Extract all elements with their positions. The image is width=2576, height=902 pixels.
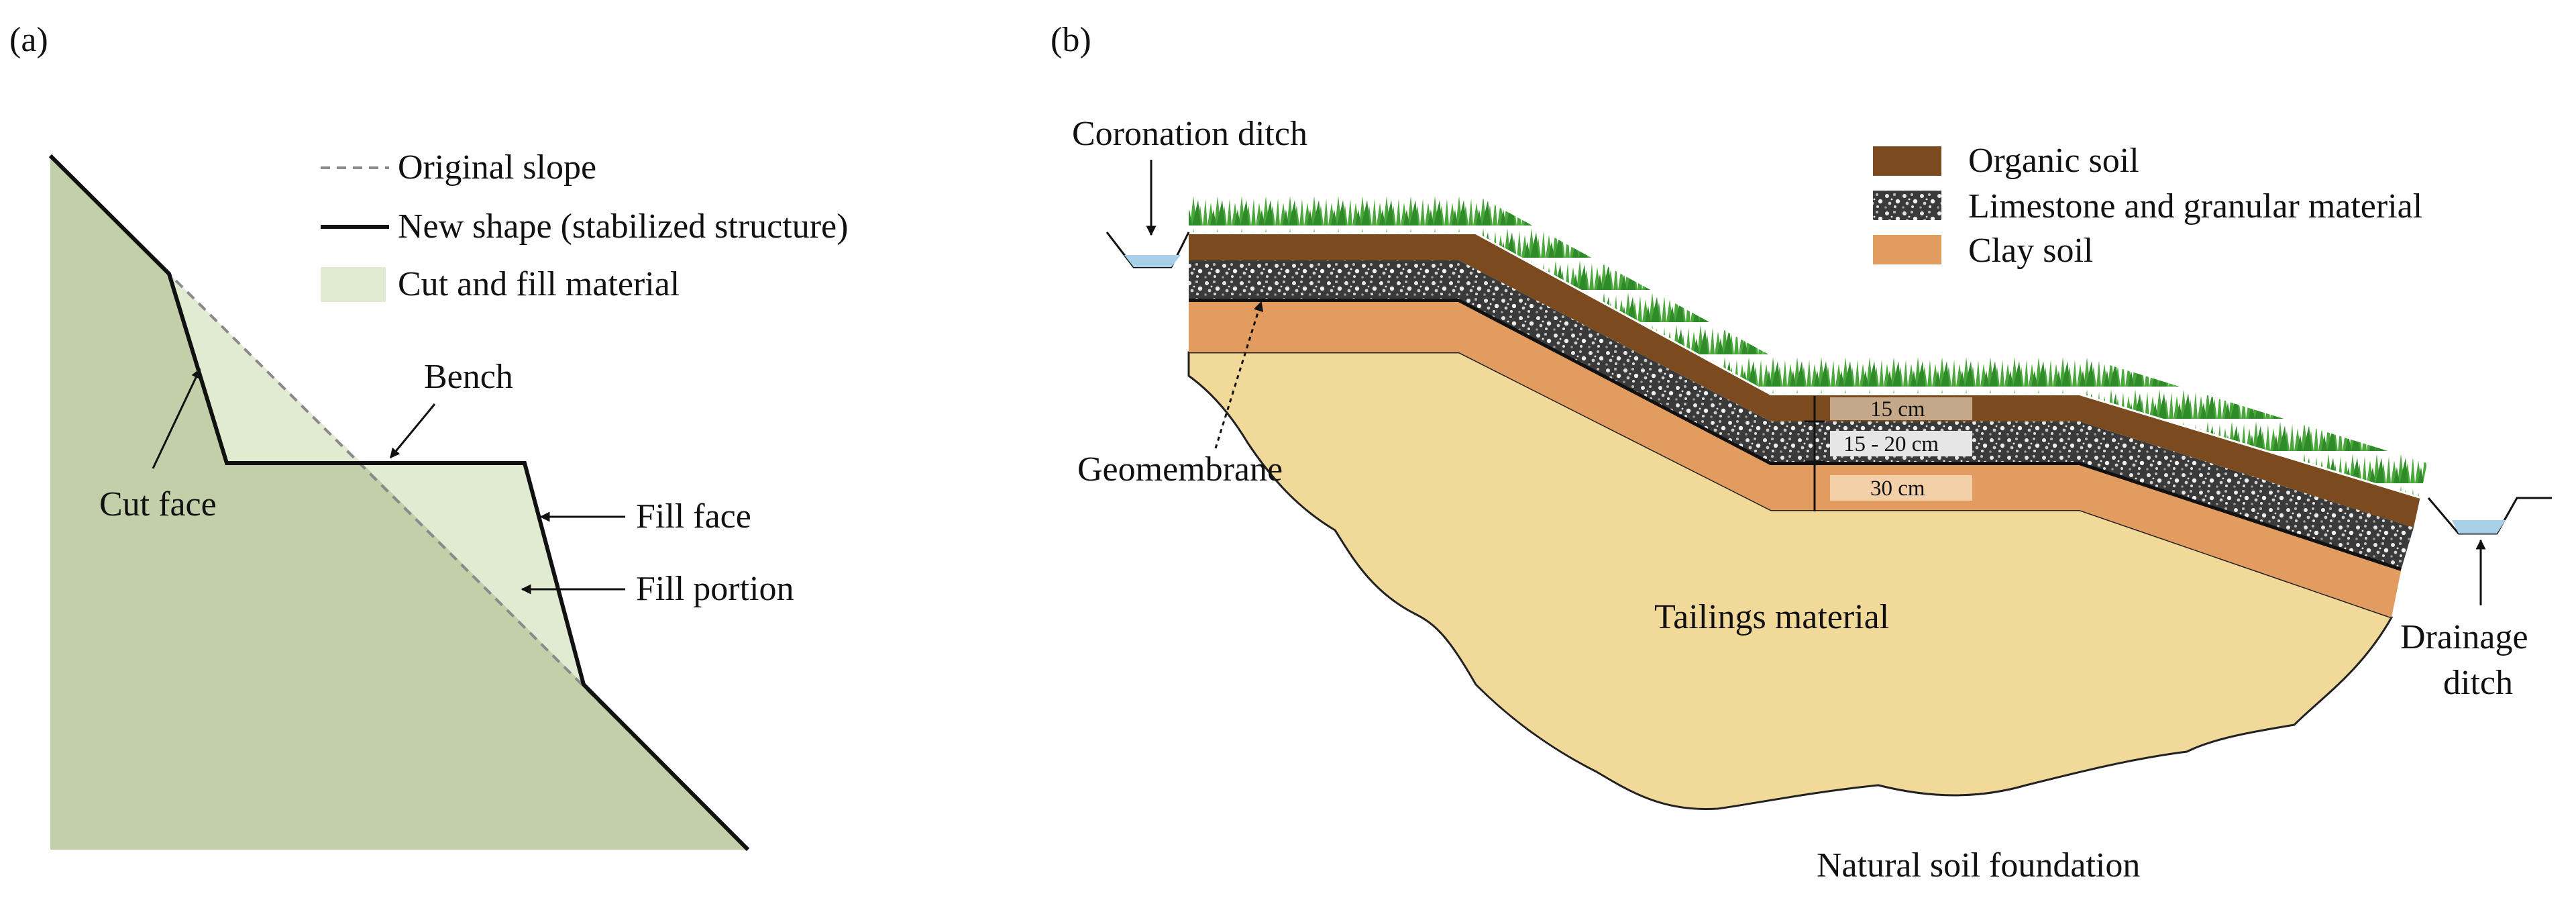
legend-limestone-swatch xyxy=(1873,191,1941,220)
legend-cut-fill-swatch xyxy=(321,267,386,302)
bench-label: Bench xyxy=(424,358,513,396)
fill-portion-area-top xyxy=(362,463,584,685)
drainage-ditch-label-2: ditch xyxy=(2443,664,2513,702)
natural-soil-foundation-label: Natural soil foundation xyxy=(1817,846,2140,885)
panel-b: (b) Coronation ditch Drainage ditch Geom… xyxy=(1051,21,2552,885)
new-shape-line xyxy=(48,154,750,852)
tailings-material-label: Tailings material xyxy=(1654,598,1889,636)
legend-limestone: Limestone and granular material xyxy=(1968,187,2422,225)
limestone-layer xyxy=(1189,260,2414,568)
cut-face-label: Cut face xyxy=(99,485,217,523)
panel-b-label: (b) xyxy=(1051,21,1091,59)
fill-face-label: Fill face xyxy=(636,497,751,536)
legend-clay: Clay soil xyxy=(1968,232,2093,270)
bench-arrow xyxy=(389,403,436,459)
limestone-thickness-box xyxy=(1830,431,1972,456)
coronation-ditch-water xyxy=(1124,255,1181,267)
legend-organic: Organic soil xyxy=(1968,142,2139,180)
ground-patch xyxy=(50,463,584,685)
legend-original-slope: Original slope xyxy=(398,148,596,187)
grass-cover xyxy=(1189,195,2427,497)
legend-new-shape: New shape (stabilized structure) xyxy=(398,207,848,246)
legend-cut-fill: Cut and fill material xyxy=(398,265,680,303)
cut-area xyxy=(169,274,362,463)
organic-thickness-box xyxy=(1830,397,1972,420)
limestone-thickness-label: 15 - 20 cm xyxy=(1843,432,1939,456)
legend-organic-swatch xyxy=(1873,146,1941,176)
drainage-ditch-label-1: Drainage xyxy=(2400,618,2528,656)
legend-clay-swatch xyxy=(1873,235,1941,264)
geomembrane-label: Geomembrane xyxy=(1077,450,1283,489)
coronation-ditch-label: Coronation ditch xyxy=(1072,115,1307,153)
clay-thickness-label: 30 cm xyxy=(1870,477,1925,501)
organic-thickness-label: 15 cm xyxy=(1870,397,1925,421)
clay-soil-layer xyxy=(1189,299,2402,617)
drainage-ditch-water xyxy=(2452,520,2506,534)
clay-thickness-box xyxy=(1830,475,1972,501)
panel-a: (a) Original slope New shape (stabilized… xyxy=(9,21,848,852)
panel-a-label: (a) xyxy=(9,21,48,59)
fill-portion-label: Fill portion xyxy=(636,570,794,608)
geomembrane-arrow xyxy=(1214,301,1264,449)
cut-face-arrow xyxy=(152,368,201,469)
tailings-material-area xyxy=(1187,351,2394,811)
